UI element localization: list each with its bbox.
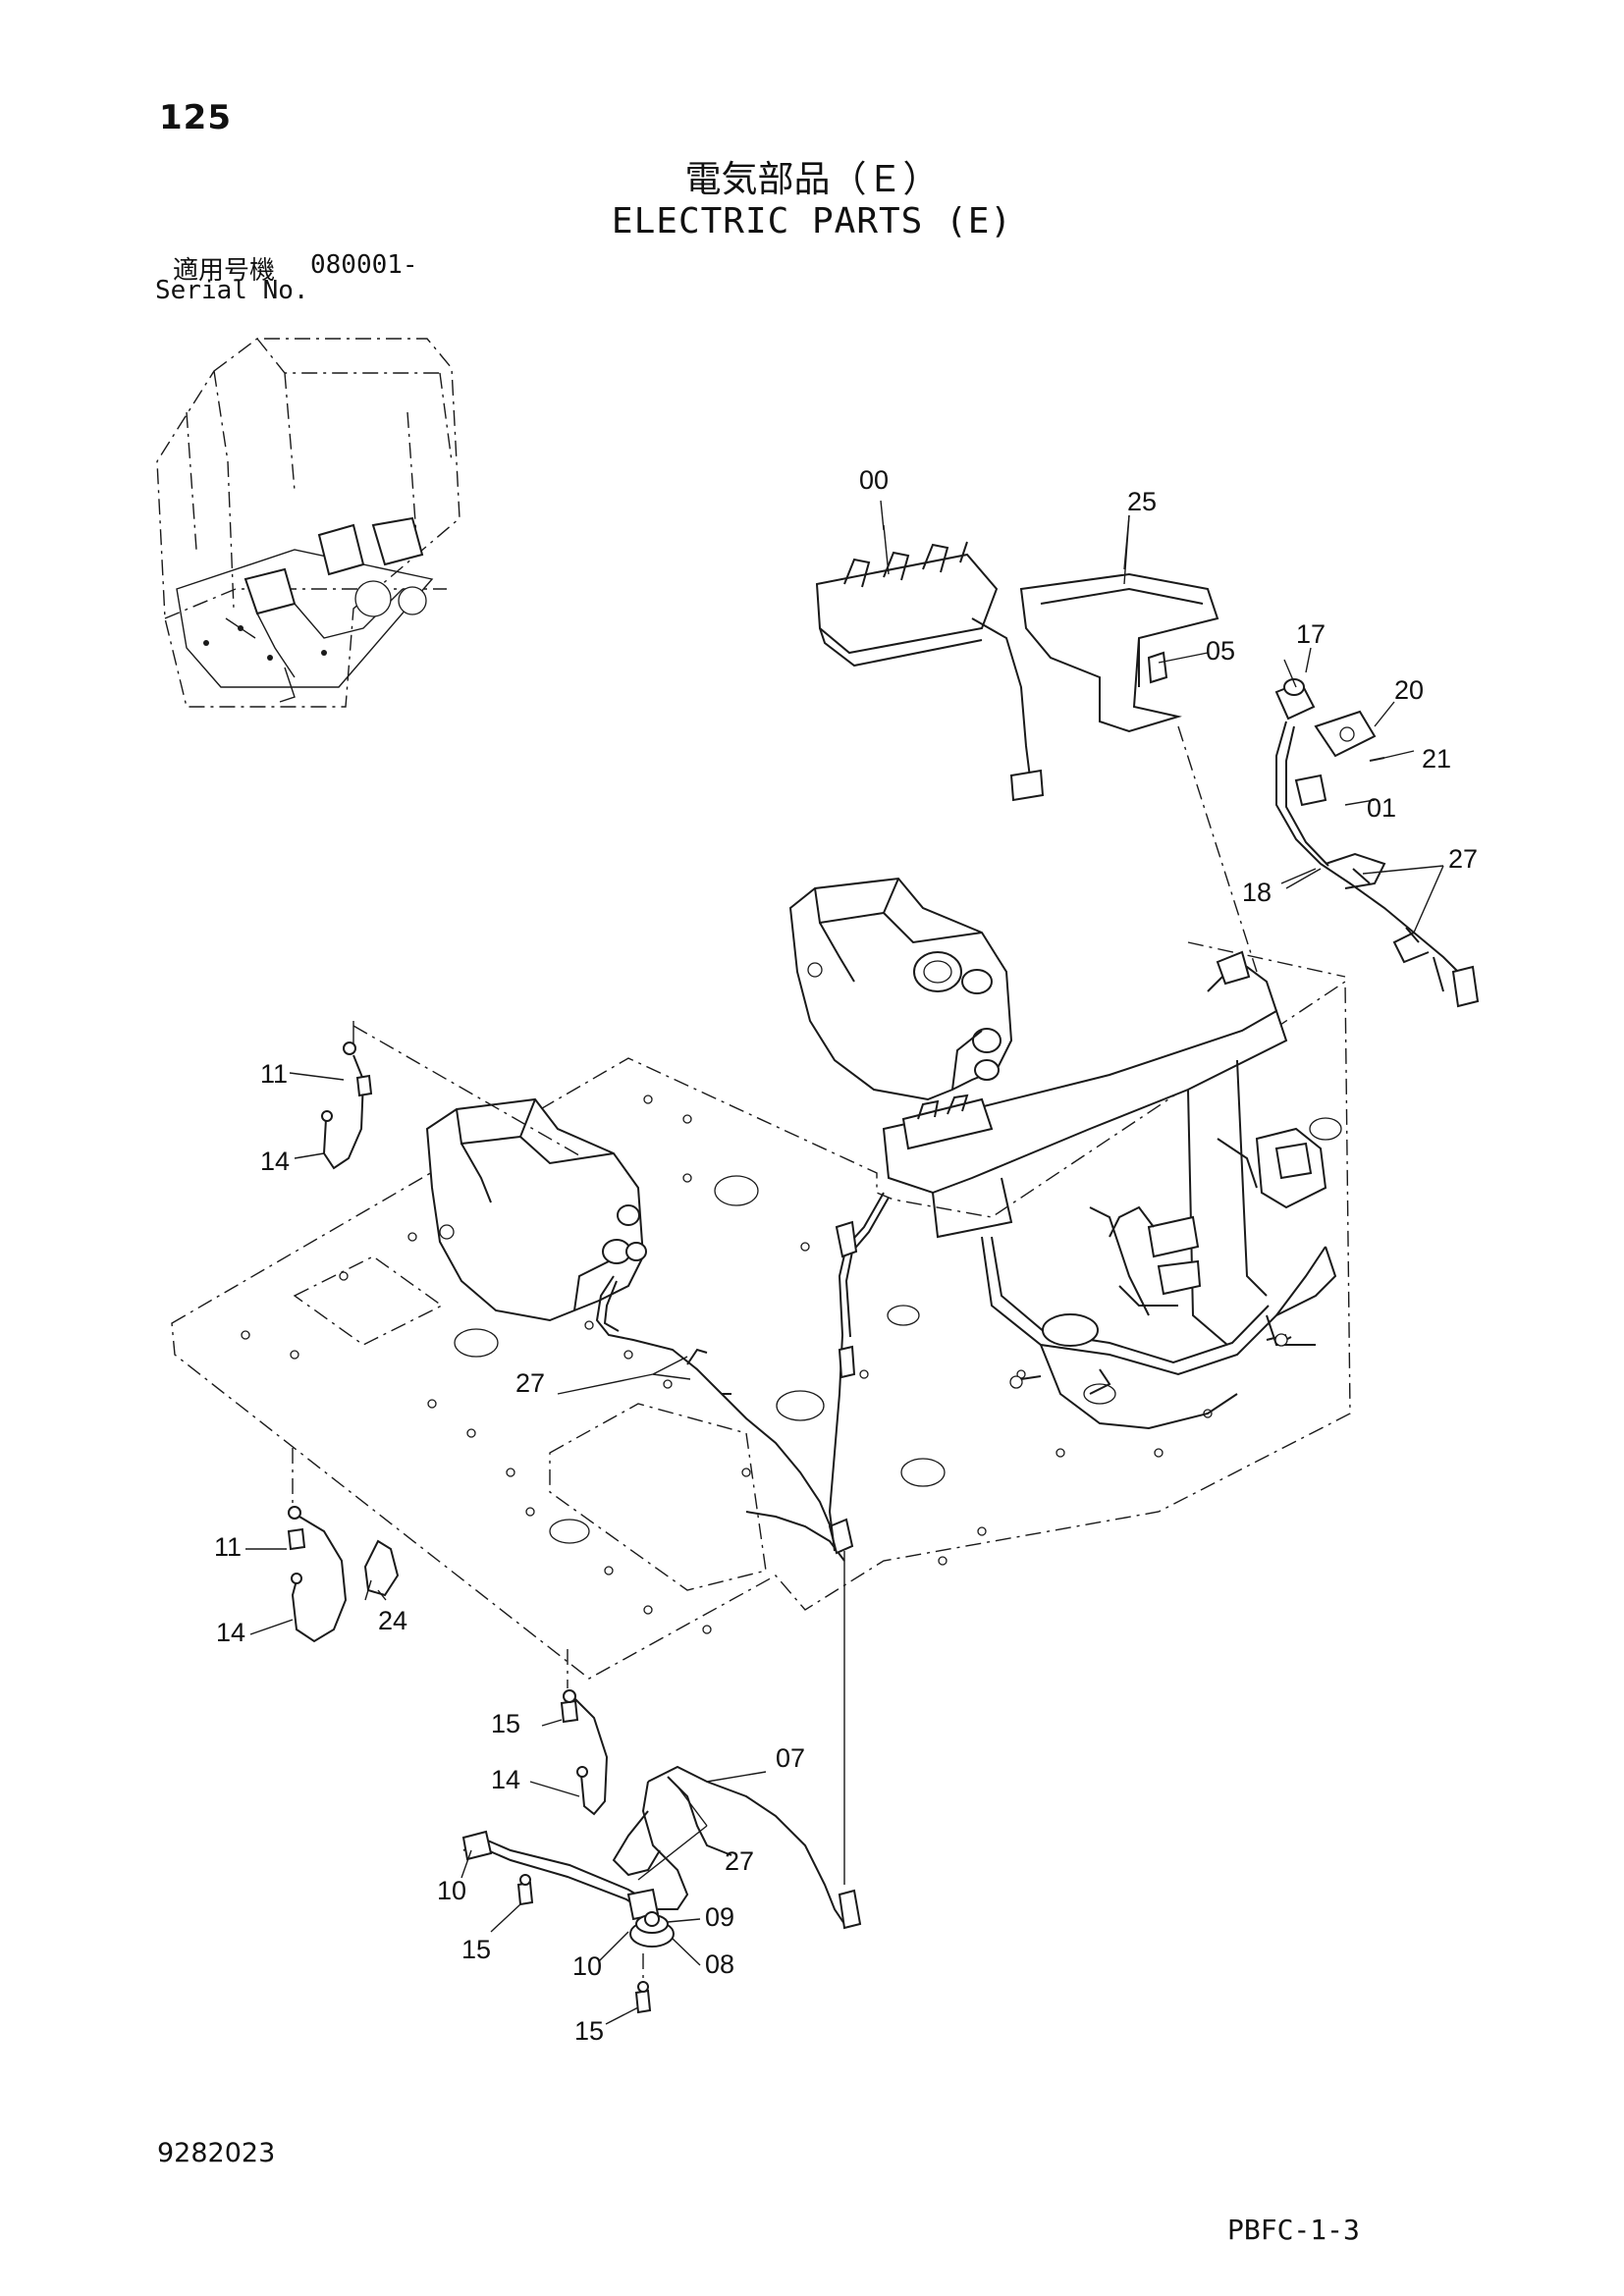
callout-05: 05 xyxy=(1206,636,1235,666)
control-stand-assembly xyxy=(882,941,1346,1430)
callout-14-bottom: 14 xyxy=(491,1765,520,1794)
cab-location-inset xyxy=(156,338,460,708)
callout-14-lower: 14 xyxy=(216,1618,245,1647)
callout-18: 18 xyxy=(1242,878,1272,907)
part-15-14-bottom-ground-cable xyxy=(560,1649,609,1816)
page-number: 125 xyxy=(159,98,232,137)
callout-08: 08 xyxy=(705,1949,734,1979)
callout-labels: 00 25 05 17 20 21 01 27 18 11 14 27 11 1… xyxy=(214,465,1478,2046)
part-20-plate xyxy=(1314,701,1395,758)
callout-15-bottom: 15 xyxy=(574,2016,604,2046)
part-07-bottom-harness xyxy=(612,1765,862,1930)
callout-07: 07 xyxy=(776,1743,805,1773)
serial-label-english: Serial No. xyxy=(155,276,309,305)
floor-plate-holes xyxy=(454,1117,1342,1544)
part-09-08-grommet xyxy=(629,1911,675,1948)
part-15-bolts xyxy=(516,1874,652,2014)
callout-09: 09 xyxy=(705,1902,734,1932)
part-01-harness xyxy=(1275,721,1480,1008)
callout-15-top: 15 xyxy=(491,1709,520,1738)
left-harness-with-ties xyxy=(595,1275,854,1562)
callout-10-left: 10 xyxy=(437,1876,466,1905)
callout-15-middle: 15 xyxy=(461,1935,491,1964)
callout-25: 25 xyxy=(1127,487,1157,516)
part-27-cable-ties-right xyxy=(1352,865,1444,943)
page-title-japanese: 電気部品（Ｅ） xyxy=(684,158,940,200)
page-title-english: ELECTRIC PARTS (E) xyxy=(611,201,1013,241)
part-11-14-24-lower-ground-cable xyxy=(287,1448,400,1643)
mounting-guide-line-05 xyxy=(1177,725,1258,973)
part-25-bracket xyxy=(1019,514,1219,733)
callout-27-bottom: 27 xyxy=(725,1846,754,1876)
callout-20: 20 xyxy=(1394,675,1424,705)
left-console-housing xyxy=(425,1097,647,1322)
callout-14-upper: 14 xyxy=(260,1147,290,1176)
floor-plate-bolt-holes xyxy=(241,1095,1213,1634)
callout-11-upper: 11 xyxy=(260,1059,288,1089)
part-21-screw xyxy=(1369,750,1415,762)
callout-10-right: 10 xyxy=(572,1951,602,1981)
callout-27-left: 27 xyxy=(515,1368,545,1398)
callout-17: 17 xyxy=(1296,619,1326,649)
callout-11-lower: 11 xyxy=(214,1532,242,1562)
serial-label-japanese: 適用号機 xyxy=(173,256,276,286)
callout-21: 21 xyxy=(1422,744,1451,774)
part-00-switch-panel xyxy=(815,524,1045,802)
callout-leader-lines xyxy=(245,500,1317,2025)
page-code: PBFC-1-3 xyxy=(1227,2214,1360,2246)
callout-24: 24 xyxy=(378,1606,407,1635)
document-number: 9282023 xyxy=(157,2138,276,2168)
center-vertical-harness xyxy=(828,1192,890,1885)
right-console-housing xyxy=(788,877,1013,1101)
callout-27-right: 27 xyxy=(1448,844,1478,874)
callout-01: 01 xyxy=(1367,793,1396,823)
serial-number-value: 080001- xyxy=(310,250,418,280)
callout-00: 00 xyxy=(859,465,889,495)
floor-plate xyxy=(171,980,1351,1680)
part-17-switch xyxy=(1274,647,1316,721)
